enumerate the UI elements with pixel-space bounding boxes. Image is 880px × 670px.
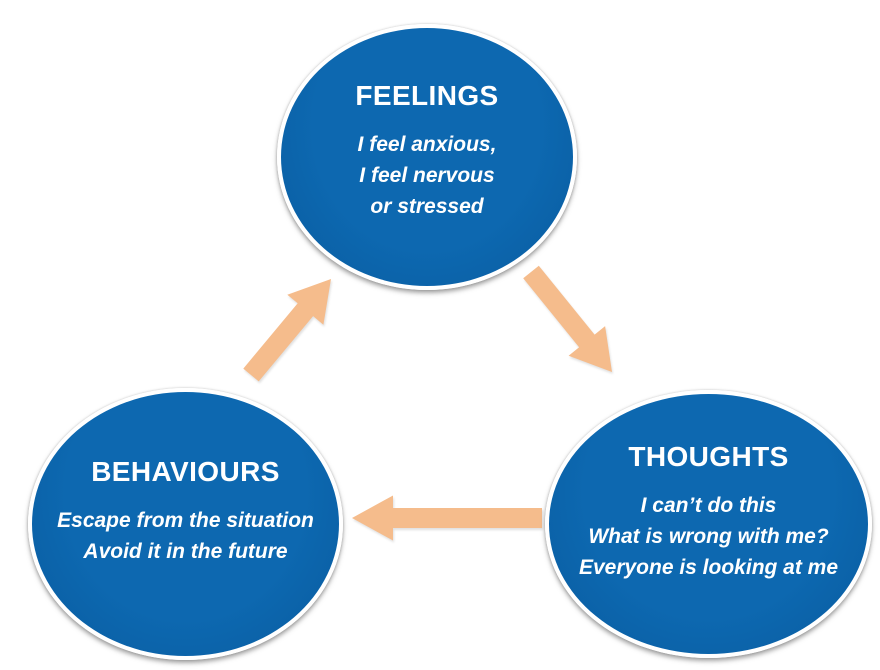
node-line: Avoid it in the future <box>83 539 288 563</box>
node-behaviours: BEHAVIOURS Escape from the situation Avo… <box>28 388 343 660</box>
node-thoughts-title: THOUGHTS <box>628 441 789 472</box>
node-behaviours-body: Escape from the situation Avoid it in th… <box>57 505 314 567</box>
node-line: I can’t do this <box>640 494 777 517</box>
node-thoughts-body: I can’t do this What is wrong with me? E… <box>579 490 838 583</box>
node-feelings-title: FEELINGS <box>355 80 499 111</box>
node-line: I feel anxious, <box>357 133 497 156</box>
node-behaviours-content: BEHAVIOURS Escape from the situation Avo… <box>57 456 314 567</box>
node-line: Escape from the situation <box>57 508 314 532</box>
node-thoughts: THOUGHTS I can’t do this What is wrong w… <box>545 390 872 658</box>
arrow-thoughts-to-behaviours-icon <box>352 495 542 541</box>
node-line: I feel nervous <box>359 164 495 187</box>
arrow-feelings-to-thoughts-icon <box>523 265 612 372</box>
node-feelings-content: FEELINGS I feel anxious, I feel nervous … <box>355 80 498 222</box>
node-feelings-body: I feel anxious, I feel nervous or stress… <box>355 129 498 222</box>
node-line: Everyone is looking at me <box>578 556 839 579</box>
node-line: What is wrong with me? <box>588 525 829 548</box>
node-thoughts-content: THOUGHTS I can’t do this What is wrong w… <box>579 441 838 583</box>
node-line: or stressed <box>370 195 484 218</box>
arrow-behaviours-to-feelings-icon <box>243 279 331 382</box>
node-feelings: FEELINGS I feel anxious, I feel nervous … <box>277 24 577 290</box>
node-behaviours-title: BEHAVIOURS <box>91 455 280 487</box>
